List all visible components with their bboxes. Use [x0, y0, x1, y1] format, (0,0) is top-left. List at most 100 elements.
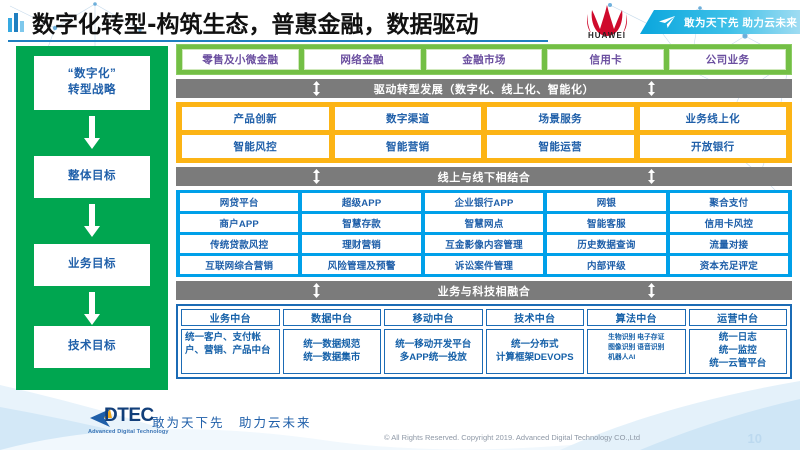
midplatform-column: 移动中台 统一移动开发平台 多APP统一投放	[384, 309, 483, 374]
midplatform-title-label: 算法中台	[615, 314, 657, 325]
dtec-triangle-icon	[90, 409, 112, 427]
application-item[interactable]: 诉讼案件管理	[424, 256, 544, 274]
midplatform-column: 技术中台 统一分布式 计算框架DEVOPS	[485, 309, 584, 374]
huawei-logo-icon	[587, 5, 627, 36]
application-item[interactable]: 流量对接	[669, 235, 789, 253]
application-label: 互金影像内容管理	[445, 240, 523, 251]
capability-item[interactable]: 数字渠道	[334, 107, 481, 130]
application-item[interactable]: 商户APP	[180, 214, 299, 232]
midplatform-title[interactable]: 算法中台	[587, 309, 686, 326]
application-row: 传统贷款风控 理财营销 互金影像内容管理 历史数据查询 流量对接	[180, 235, 789, 253]
drive-transformation-band: 驱动转型发展（数字化、线上化、智能化）	[176, 79, 792, 98]
midplatform-column: 运营中台 统一日志 统一监控 统一云管平台	[688, 309, 787, 374]
strategy-box-3[interactable]: 技术目标	[34, 326, 150, 368]
capability-label: 智能运营	[538, 141, 583, 153]
application-item[interactable]: 传统贷款风控	[180, 235, 299, 253]
midplatform-body[interactable]: 统一日志 统一监控 统一云管平台	[688, 329, 787, 374]
application-item[interactable]: 内部评级	[547, 256, 666, 274]
strategy-label-1: 整体目标	[68, 170, 116, 183]
strategy-label-3: 技术目标	[68, 340, 116, 353]
midplatform-body[interactable]: 统一分布式 计算框架DEVOPS	[485, 329, 584, 374]
capability-item[interactable]: 开放银行	[639, 135, 786, 158]
capability-item[interactable]: 业务线上化	[639, 107, 786, 130]
strategy-box-0[interactable]: “数字化” 转型战略	[34, 56, 150, 110]
fusion-band: 业务与科技相融合	[176, 281, 792, 300]
application-label: 商户APP	[219, 219, 259, 230]
layers-column: 零售及小微金融 网络金融 金融市场 信用卡 公司业务 驱动转型发展（数字化、线上…	[176, 44, 792, 379]
capability-label: 产品创新	[233, 113, 278, 125]
application-item[interactable]: 网银	[547, 193, 666, 211]
midplatform-title[interactable]: 技术中台	[485, 309, 584, 326]
application-label: 互联网综合营销	[205, 261, 274, 272]
midplatform-title[interactable]: 数据中台	[282, 309, 381, 326]
application-item[interactable]: 智慧存款	[302, 214, 421, 232]
business-line-label: 公司业务	[705, 54, 750, 66]
midplatform-body-label: 统一日志 统一监控 统一云管平台	[709, 332, 767, 369]
application-item[interactable]: 智能客服	[547, 214, 666, 232]
business-line-item[interactable]: 信用卡	[547, 49, 665, 70]
business-line-item[interactable]: 零售及小微金融	[182, 49, 299, 70]
application-item[interactable]: 风险管理及预警	[302, 256, 421, 274]
midplatform-body-label: 统一客户、支付帐户、营销、产品中台	[185, 332, 271, 356]
bar-chart-icon	[8, 12, 28, 32]
midplatform-column: 算法中台 生物识别 电子存证 图像识别 语音识别 机器人AI	[587, 309, 686, 374]
capability-item[interactable]: 场景服务	[487, 107, 634, 130]
midplatform-title[interactable]: 业务中台	[181, 309, 280, 326]
application-item[interactable]: 互联网综合营销	[180, 256, 299, 274]
title-underline	[8, 40, 548, 42]
application-item[interactable]: 智慧网点	[424, 214, 544, 232]
midplatform-title-label: 业务中台	[209, 314, 251, 325]
business-line-label: 零售及小微金融	[202, 54, 279, 66]
background-swoosh-decoration	[0, 381, 800, 450]
application-label: 信用卡风控	[704, 219, 754, 230]
midplatform-body-label: 统一数据规范 统一数据集市	[303, 338, 361, 363]
midplatform-title[interactable]: 移动中台	[384, 309, 483, 326]
huawei-wordmark: HUAWEI	[588, 31, 626, 40]
business-line-item[interactable]: 网络金融	[303, 49, 421, 70]
drive-band-label: 驱动转型发展（数字化、线上化、智能化）	[373, 83, 595, 96]
strategy-label-2: 业务目标	[68, 258, 116, 271]
midplatform-body[interactable]: 生物识别 电子存证 图像识别 语音识别 机器人AI	[587, 329, 686, 374]
strategy-box-2[interactable]: 业务目标	[34, 244, 150, 286]
application-item[interactable]: 超级APP	[302, 193, 421, 211]
capability-band: 产品创新 数字渠道 场景服务 业务线上化 智能风控 智能营销 智能运营 开放银行	[176, 102, 792, 163]
application-item[interactable]: 信用卡风控	[669, 214, 789, 232]
huawei-cloud-banner: 敢为天下先 助力云未来	[640, 10, 800, 34]
down-arrow-icon-0	[84, 116, 100, 149]
application-item[interactable]: 理财营销	[302, 235, 421, 253]
midplatform-title[interactable]: 运营中台	[688, 309, 787, 326]
business-line-item[interactable]: 金融市场	[425, 49, 543, 70]
application-label: 诉讼案件管理	[454, 261, 514, 272]
application-label: 资本充足评定	[699, 261, 758, 272]
application-item[interactable]: 历史数据查询	[547, 235, 666, 253]
midplatform-band: 业务中台 统一客户、支付帐户、营销、产品中台 数据中台 统一数据规范 统一数据集…	[176, 304, 792, 379]
application-label: 智慧网点	[464, 219, 504, 230]
capability-item[interactable]: 智能运营	[487, 135, 634, 158]
midplatform-title-label: 数据中台	[311, 314, 353, 325]
application-label: 风险管理及预警	[327, 261, 396, 272]
page-title: 数字化转型-构筑生态，普惠金融，数据驱动	[32, 12, 479, 38]
midplatform-body-label: 统一分布式 计算框架DEVOPS	[495, 338, 574, 363]
up-down-arrow-icon	[648, 169, 656, 184]
capability-item[interactable]: 智能风控	[182, 135, 329, 158]
application-item[interactable]: 聚合支付	[669, 193, 789, 211]
midplatform-body[interactable]: 统一数据规范 统一数据集市	[282, 329, 381, 374]
capability-item[interactable]: 智能营销	[334, 135, 481, 158]
capability-item[interactable]: 产品创新	[182, 107, 329, 130]
midplatform-body[interactable]: 统一客户、支付帐户、营销、产品中台	[181, 329, 280, 374]
dtec-wordmark: DTEC	[104, 405, 154, 426]
midplatform-title-label: 运营中台	[717, 314, 759, 325]
business-line-item[interactable]: 公司业务	[669, 49, 786, 70]
midplatform-body[interactable]: 统一移动开发平台 多APP统一投放	[384, 329, 483, 374]
online-offline-band: 线上与线下相结合	[176, 167, 792, 186]
down-arrow-icon-1	[84, 204, 100, 237]
application-item[interactable]: 资本充足评定	[669, 256, 789, 274]
banner-slogan: 敢为天下先 助力云未来	[684, 16, 798, 29]
application-item[interactable]: 企业银行APP	[424, 193, 544, 211]
capability-label: 智能风控	[233, 141, 278, 153]
capability-label: 数字渠道	[385, 113, 430, 125]
application-item[interactable]: 网贷平台	[180, 193, 299, 211]
strategy-box-1[interactable]: 整体目标	[34, 156, 150, 198]
dtec-tagline: Advanced Digital Technology	[88, 429, 169, 435]
application-item[interactable]: 互金影像内容管理	[424, 235, 544, 253]
